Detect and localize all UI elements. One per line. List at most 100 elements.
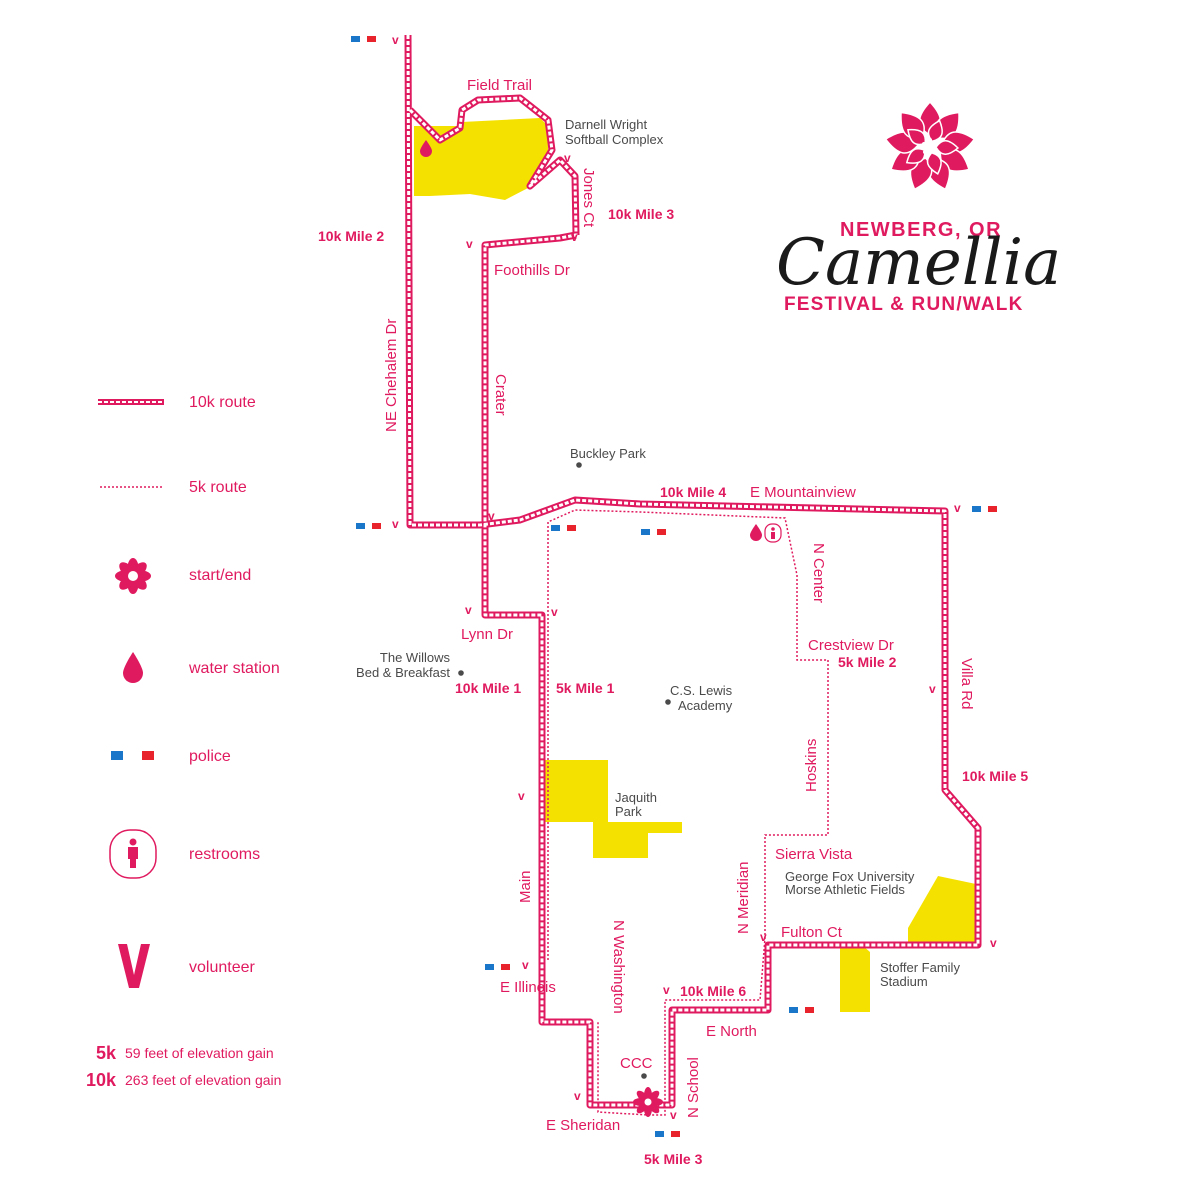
mile-10k-3: 10k Mile 3: [608, 206, 674, 222]
legend-label-restrooms: restrooms: [189, 846, 260, 863]
street-ne-chehalem-dr: NE Chehalem Dr: [383, 319, 400, 432]
mile-5k-1: 5k Mile 1: [556, 680, 615, 696]
street-n-meridian: N Meridian: [735, 861, 752, 934]
brand-name: Camellia: [776, 226, 1061, 300]
legend-label-start-end: start/end: [189, 567, 251, 584]
street-villa-rd: Villa Rd: [958, 658, 975, 709]
volunteer-icon: [118, 944, 150, 988]
legend-5k-route: 5k route: [100, 479, 247, 496]
volunteer-marker: v: [522, 958, 529, 972]
place-cs-lewis-2: Academy: [678, 698, 733, 713]
street-hoskins: Hoskins: [803, 739, 820, 792]
restroom-icon: [109, 829, 157, 879]
police-icon: [655, 1131, 680, 1137]
street-n-school: N School: [685, 1057, 702, 1118]
willows-dot: [458, 670, 464, 676]
volunteer-marker: v: [488, 509, 495, 523]
volunteer-marker: v: [564, 151, 571, 165]
volunteer-marker: v: [571, 230, 578, 244]
volunteer-marker: v: [929, 682, 936, 696]
flower-icon: [115, 558, 151, 594]
brand-city: NEWBERG, OR: [840, 219, 1002, 241]
restroom-marker: [764, 523, 782, 543]
place-buckley-park: Buckley Park: [570, 446, 646, 461]
place-dots: [458, 462, 671, 1079]
police-icon: [972, 506, 997, 512]
volunteer-marker: v: [574, 1089, 581, 1103]
police-icon: [111, 751, 154, 760]
place-george-fox-2: Morse Athletic Fields: [785, 882, 905, 897]
volunteer-marker: v: [551, 605, 558, 619]
place-darnell-1: Darnell Wright: [565, 117, 648, 132]
jaquith-park-area: [540, 760, 682, 858]
ccc-dot: [641, 1073, 647, 1079]
buckley-park-dot: [576, 462, 582, 468]
street-crater: Crater: [492, 374, 509, 416]
mile-markers: 10k Mile 2 10k Mile 3 10k Mile 4 5k Mile…: [318, 206, 1028, 1167]
street-e-mountainview: E Mountainview: [750, 484, 856, 501]
street-fulton-ct: Fulton Ct: [781, 924, 843, 941]
elevation-5k-distance: 5k: [96, 1043, 117, 1063]
stoffer-stadium-area: [840, 945, 870, 1012]
street-crestview-dr: Crestview Dr: [808, 637, 894, 654]
mile-5k-2: 5k Mile 2: [838, 654, 897, 670]
volunteer-marker: v: [392, 517, 399, 531]
street-lynn-dr: Lynn Dr: [461, 626, 513, 643]
place-cs-lewis-1: C.S. Lewis: [670, 683, 733, 698]
elevation-10k-text: 263 feet of elevation gain: [125, 1072, 281, 1088]
street-n-washington: N Washington: [610, 920, 627, 1014]
place-willows-1: The Willows: [380, 650, 451, 665]
volunteer-markers: v v v v v v v v v v v v v v v v v: [392, 33, 997, 1122]
mile-5k-3: 5k Mile 3: [644, 1151, 703, 1167]
mile-10k-5: 10k Mile 5: [962, 768, 1028, 784]
mile-10k-4: 10k Mile 4: [660, 484, 726, 500]
place-labels: Darnell Wright Softball Complex Buckley …: [356, 117, 960, 989]
street-jones-ct: Jones Ct: [580, 168, 597, 228]
street-e-illinois: E Illinois: [500, 979, 556, 996]
water-drop-icon: [123, 652, 143, 683]
start-end-marker: [633, 1087, 663, 1117]
street-sierra-vista: Sierra Vista: [775, 846, 853, 863]
legend-label-5k: 5k route: [189, 479, 247, 496]
volunteer-marker: v: [760, 930, 767, 944]
elevation-5k-text: 59 feet of elevation gain: [125, 1045, 274, 1061]
police-icon: [485, 964, 510, 970]
legend-label-volunteer: volunteer: [189, 959, 255, 976]
street-e-north: E North: [706, 1023, 757, 1040]
street-field-trail: Field Trail: [467, 77, 532, 94]
street-main: Main: [517, 870, 534, 903]
legend-start-end: start/end: [115, 558, 251, 594]
elevation-10k-distance: 10k: [86, 1070, 117, 1090]
volunteer-marker: v: [990, 936, 997, 950]
legend-water-station: water station: [123, 652, 280, 683]
volunteer-marker: v: [518, 789, 525, 803]
volunteer-marker: v: [466, 237, 473, 251]
place-stoffer-1: Stoffer Family: [880, 960, 960, 975]
place-jaquith-2: Park: [615, 804, 642, 819]
police-icon: [789, 1007, 814, 1013]
mile-10k-6: 10k Mile 6: [680, 983, 746, 999]
legend: 10k route 5k route start/end: [86, 394, 282, 1090]
police-icon: [641, 529, 666, 535]
police-icon: [351, 36, 376, 42]
police-icon: [356, 523, 381, 529]
brand-subtitle: FESTIVAL & RUN/WALK: [784, 294, 1024, 315]
cs-lewis-dot: [665, 699, 671, 705]
label-ccc: CCC: [620, 1055, 653, 1072]
route-10k-inner: [406, 34, 980, 1107]
water-station-field: [420, 140, 432, 157]
legend-police: police: [111, 748, 231, 765]
place-george-fox-1: George Fox University: [785, 869, 915, 884]
street-e-sheridan: E Sheridan: [546, 1117, 620, 1134]
place-stoffer-2: Stadium: [880, 974, 928, 989]
street-n-center: N Center: [810, 543, 827, 603]
camellia-flower-icon: [884, 100, 976, 191]
street-labels: Field Trail Jones Ct Foothills Dr NE Che…: [383, 77, 975, 1134]
place-jaquith-1: Jaquith: [615, 790, 657, 805]
street-foothills-dr: Foothills Dr: [494, 262, 570, 279]
legend-restrooms: restrooms: [109, 829, 260, 879]
volunteer-marker: v: [954, 501, 961, 515]
legend-10k-route: 10k route: [98, 394, 256, 411]
